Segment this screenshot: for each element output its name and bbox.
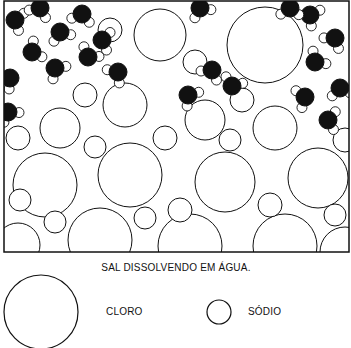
sodium-ion [44,211,66,233]
chlorine-ion [253,106,297,150]
oxygen-atom [4,69,19,87]
frame [4,1,349,252]
oxygen-atom [223,77,241,95]
oxygen-atom [79,48,97,66]
oxygen-atom [306,53,324,71]
water-molecule [179,86,204,111]
oxygen-atom [331,79,349,97]
water-molecule [4,69,19,94]
water-molecule [221,72,248,95]
water-molecule [190,1,216,23]
legend-label: CLORO [106,306,143,318]
water-molecule [196,61,221,85]
sodium-ion [168,198,192,222]
oxygen-atom [46,59,64,77]
chlorine-ion [68,208,132,252]
sodium-ion [153,126,177,150]
chlorine-ion [40,108,80,148]
water-molecule [291,86,314,113]
water-molecule [102,63,127,88]
chlorine-ion [4,223,40,252]
water-molecule [49,23,76,46]
water-molecule [46,59,71,84]
water-molecule [23,36,47,62]
oxygen-atom [51,23,69,41]
chlorine-ion [134,9,186,61]
oxygen-atom [319,111,337,129]
caption: SAL DISSOLVENDO EM ÁGUA. [101,262,250,274]
chlorine-ion [227,7,303,83]
legend-sample [2,273,80,348]
chlorine-ion [98,143,162,207]
legend-sample [205,298,233,326]
sodium-ion [134,207,156,229]
chlorine-ion [320,227,349,252]
sodium-ion [6,126,30,150]
oxygen-atom [93,31,111,49]
sodium-ion [219,129,241,151]
oxygen-atom [31,1,49,17]
oxygen-atom [109,63,127,81]
chlorine-ion [288,148,348,208]
water-molecule [301,5,325,31]
water-molecule [4,103,24,127]
sodium-ion [84,136,106,158]
oxygen-atom [191,1,209,17]
oxygen-atom [281,1,299,17]
water-molecule [327,79,349,101]
oxygen-atom [4,103,17,121]
water-molecule [306,46,331,71]
chlorine-ion [195,152,255,212]
sodium-ion [258,193,282,217]
water-molecule [93,28,115,56]
water-molecule [24,1,50,23]
oxygen-atom [23,43,41,61]
water-molecule [67,5,94,27]
oxygen-atom [73,5,91,23]
sodium-ion [73,83,97,107]
sodium-ion [324,204,346,226]
chlorine-ion [253,214,317,252]
water-molecule [319,29,344,53]
oxygen-atom [6,11,24,29]
chlorine-ion [103,83,147,127]
chlorine-ion [158,214,222,252]
legend-circle [207,300,231,324]
legend-label: SÓDIO [248,306,281,318]
legend-circle [4,275,78,348]
oxygen-atom [179,86,197,104]
water-molecule [319,107,340,135]
sodium-ion [9,189,31,211]
oxygen-atom [326,29,344,47]
oxygen-atom [296,88,314,106]
oxygen-atom [203,61,221,79]
water-molecule [276,1,304,20]
